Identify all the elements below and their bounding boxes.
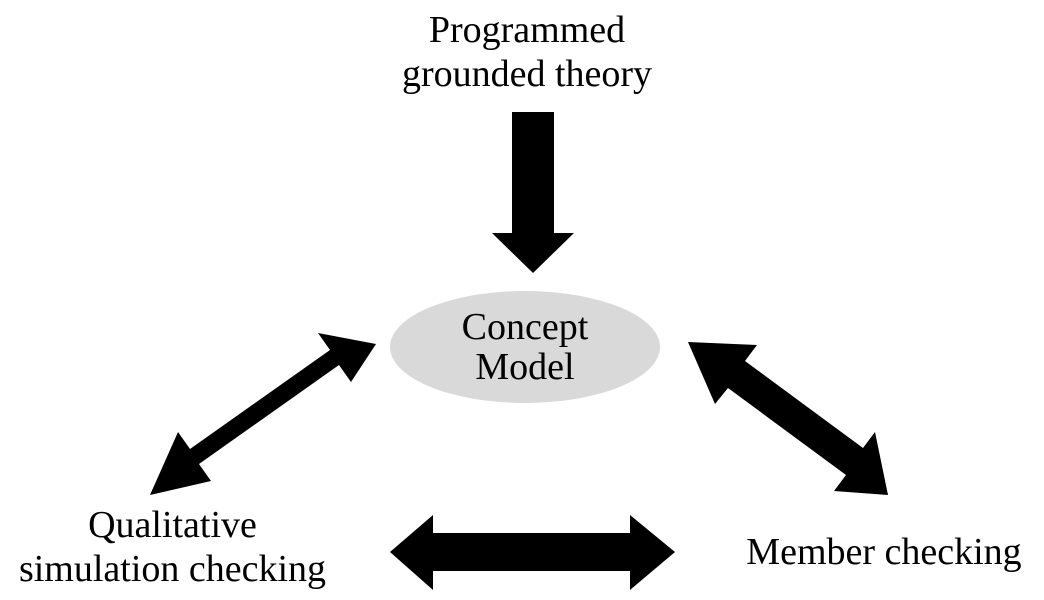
node-center-line2: Model <box>475 346 575 388</box>
node-left-line2: simulation checking <box>18 548 327 590</box>
node-top-line1: Programmed <box>428 9 626 51</box>
node-top-line2: grounded theory <box>401 53 653 95</box>
node-center-line1: Concept <box>461 306 589 348</box>
arrow-top-to-center <box>492 112 574 273</box>
node-concept-model: Concept Model <box>390 291 660 403</box>
node-qualitative-simulation-checking: Qualitative simulation checking <box>0 503 345 591</box>
node-left-line1: Qualitative <box>88 504 257 546</box>
node-right-line1: Member checking <box>746 531 1022 573</box>
arrow-left-right <box>390 515 675 590</box>
arrow-right-center <box>688 342 888 495</box>
node-programmed-grounded-theory: Programmed grounded theory <box>327 8 727 96</box>
arrow-left-center <box>150 333 376 495</box>
node-member-checking: Member checking <box>728 530 1040 574</box>
